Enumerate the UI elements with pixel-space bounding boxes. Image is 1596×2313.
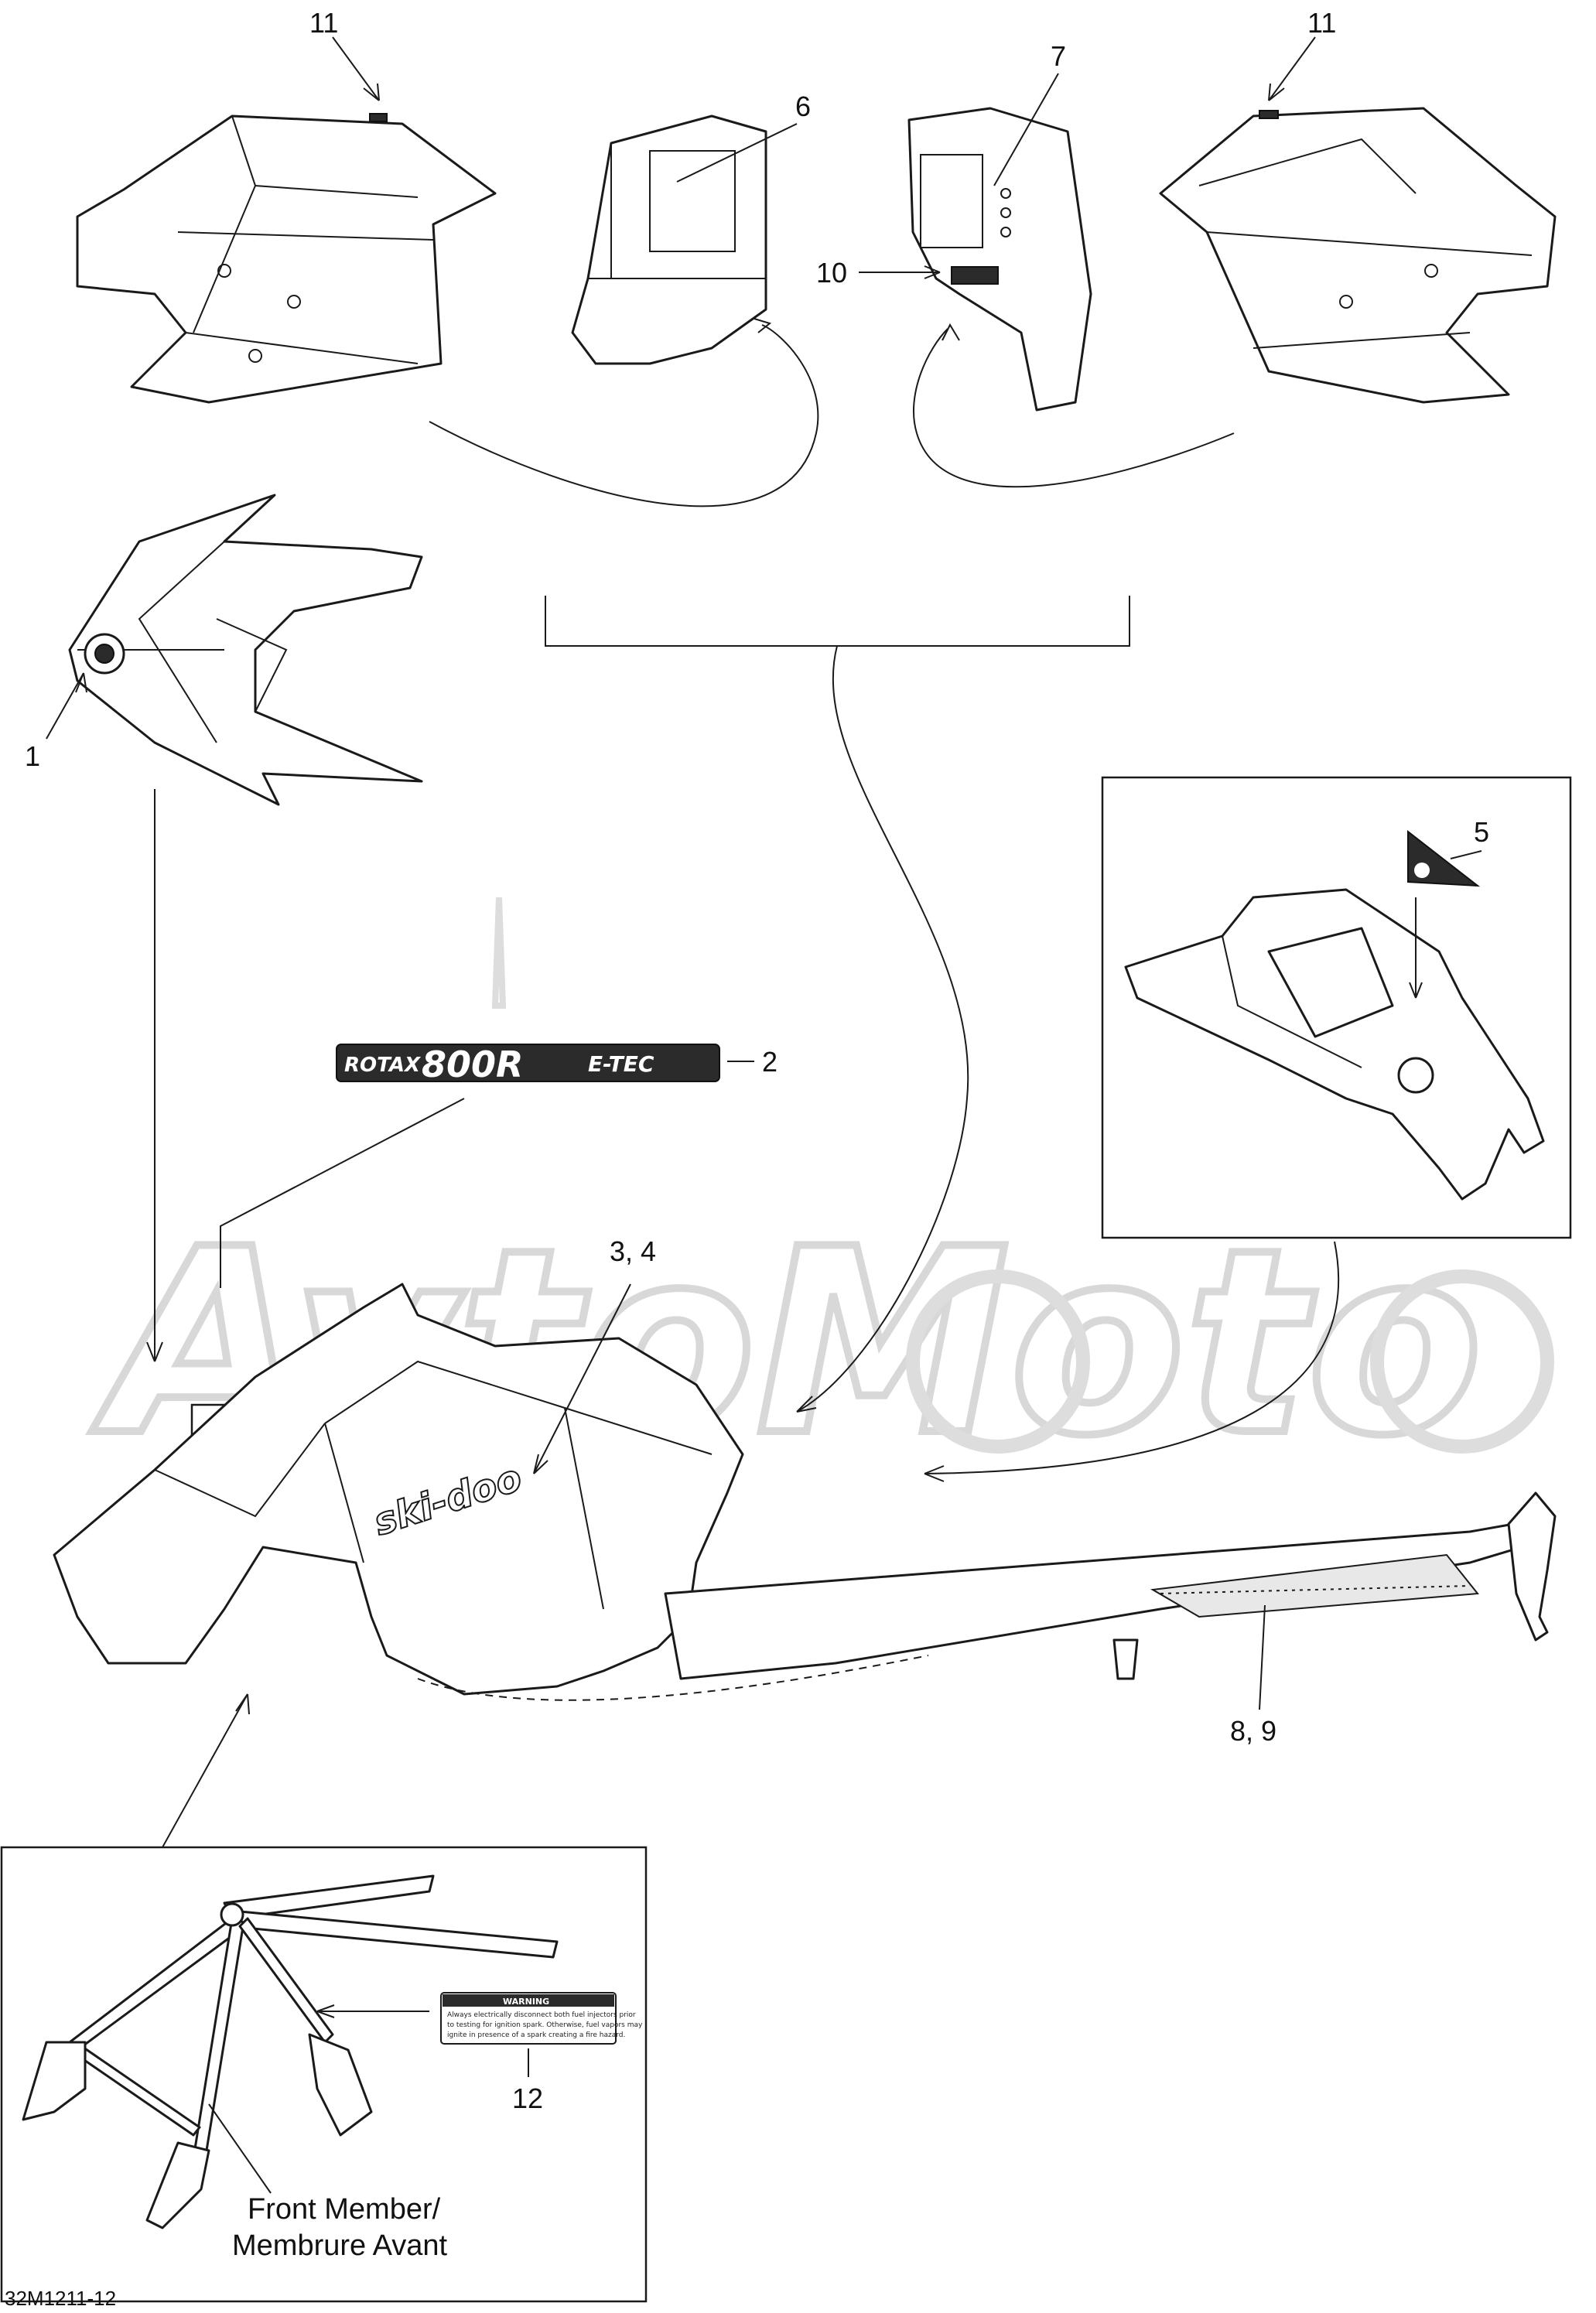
callout-11-right: 11 bbox=[1307, 7, 1336, 39]
front-member-caption-en: Front Member/ bbox=[248, 2193, 441, 2226]
leader-front-member bbox=[208, 2103, 272, 2194]
bracket-leader bbox=[796, 645, 969, 1413]
leader-8-9 bbox=[1259, 1604, 1266, 1710]
bracket bbox=[545, 596, 1130, 647]
leader-3-4 bbox=[533, 1283, 631, 1474]
svg-text:E-TEC: E-TEC bbox=[588, 1051, 654, 1077]
callout-10: 10 bbox=[816, 257, 847, 289]
callout-2: 2 bbox=[762, 1046, 777, 1078]
svg-text:to testing for ignition spark.: to testing for ignition spark. Otherwise… bbox=[447, 2021, 643, 2029]
callout-1: 1 bbox=[25, 740, 40, 772]
svg-text:ignite in presence of a spark: ignite in presence of a spark creating a… bbox=[447, 2031, 625, 2039]
inset-front-member-frame bbox=[0, 1846, 648, 2303]
left-console-panel bbox=[571, 114, 767, 365]
right-side-panel bbox=[1159, 107, 1557, 404]
callout-3-4: 3, 4 bbox=[610, 1235, 656, 1267]
callout-7: 7 bbox=[1051, 40, 1066, 72]
front-nose bbox=[68, 494, 423, 806]
leader-5 bbox=[1450, 850, 1482, 859]
leader-rotax bbox=[220, 1098, 465, 1288]
callout-6: 6 bbox=[795, 91, 811, 122]
inset-leader bbox=[924, 1241, 1340, 1474]
left-side-panel bbox=[76, 113, 497, 404]
callout-12: 12 bbox=[512, 2082, 543, 2114]
leader-1 bbox=[46, 672, 84, 740]
svg-text:Always electrically disconnect: Always electrically disconnect both fuel… bbox=[447, 2011, 636, 2019]
front-member bbox=[22, 1874, 559, 2229]
right-console-panel bbox=[907, 107, 1092, 412]
drawing-code: 32M1211-12 bbox=[5, 2287, 116, 2310]
warning-decal: WARNING Always electrically disconnect b… bbox=[440, 1992, 643, 2045]
inset-front-member-leader bbox=[162, 1693, 248, 1848]
callout-5: 5 bbox=[1474, 816, 1489, 848]
front-member-caption-fr: Membrure Avant bbox=[232, 2229, 448, 2262]
inset-dashboard bbox=[1124, 829, 1545, 1201]
rotax-decal: ROTAX 800R E-TEC bbox=[336, 1044, 720, 1085]
connector-left bbox=[429, 324, 819, 507]
svg-text:WARNING: WARNING bbox=[503, 1997, 549, 2007]
connector-right bbox=[913, 328, 1235, 488]
inset-dashboard-frame bbox=[1101, 776, 1572, 1239]
svg-text:800R: 800R bbox=[422, 1044, 523, 1085]
svg-text:ROTAX: ROTAX bbox=[344, 1054, 422, 1077]
snowmobile-body: ski-doo bbox=[53, 1283, 1557, 1701]
callout-11-left: 11 bbox=[309, 7, 338, 39]
callout-8-9: 8, 9 bbox=[1230, 1715, 1276, 1747]
